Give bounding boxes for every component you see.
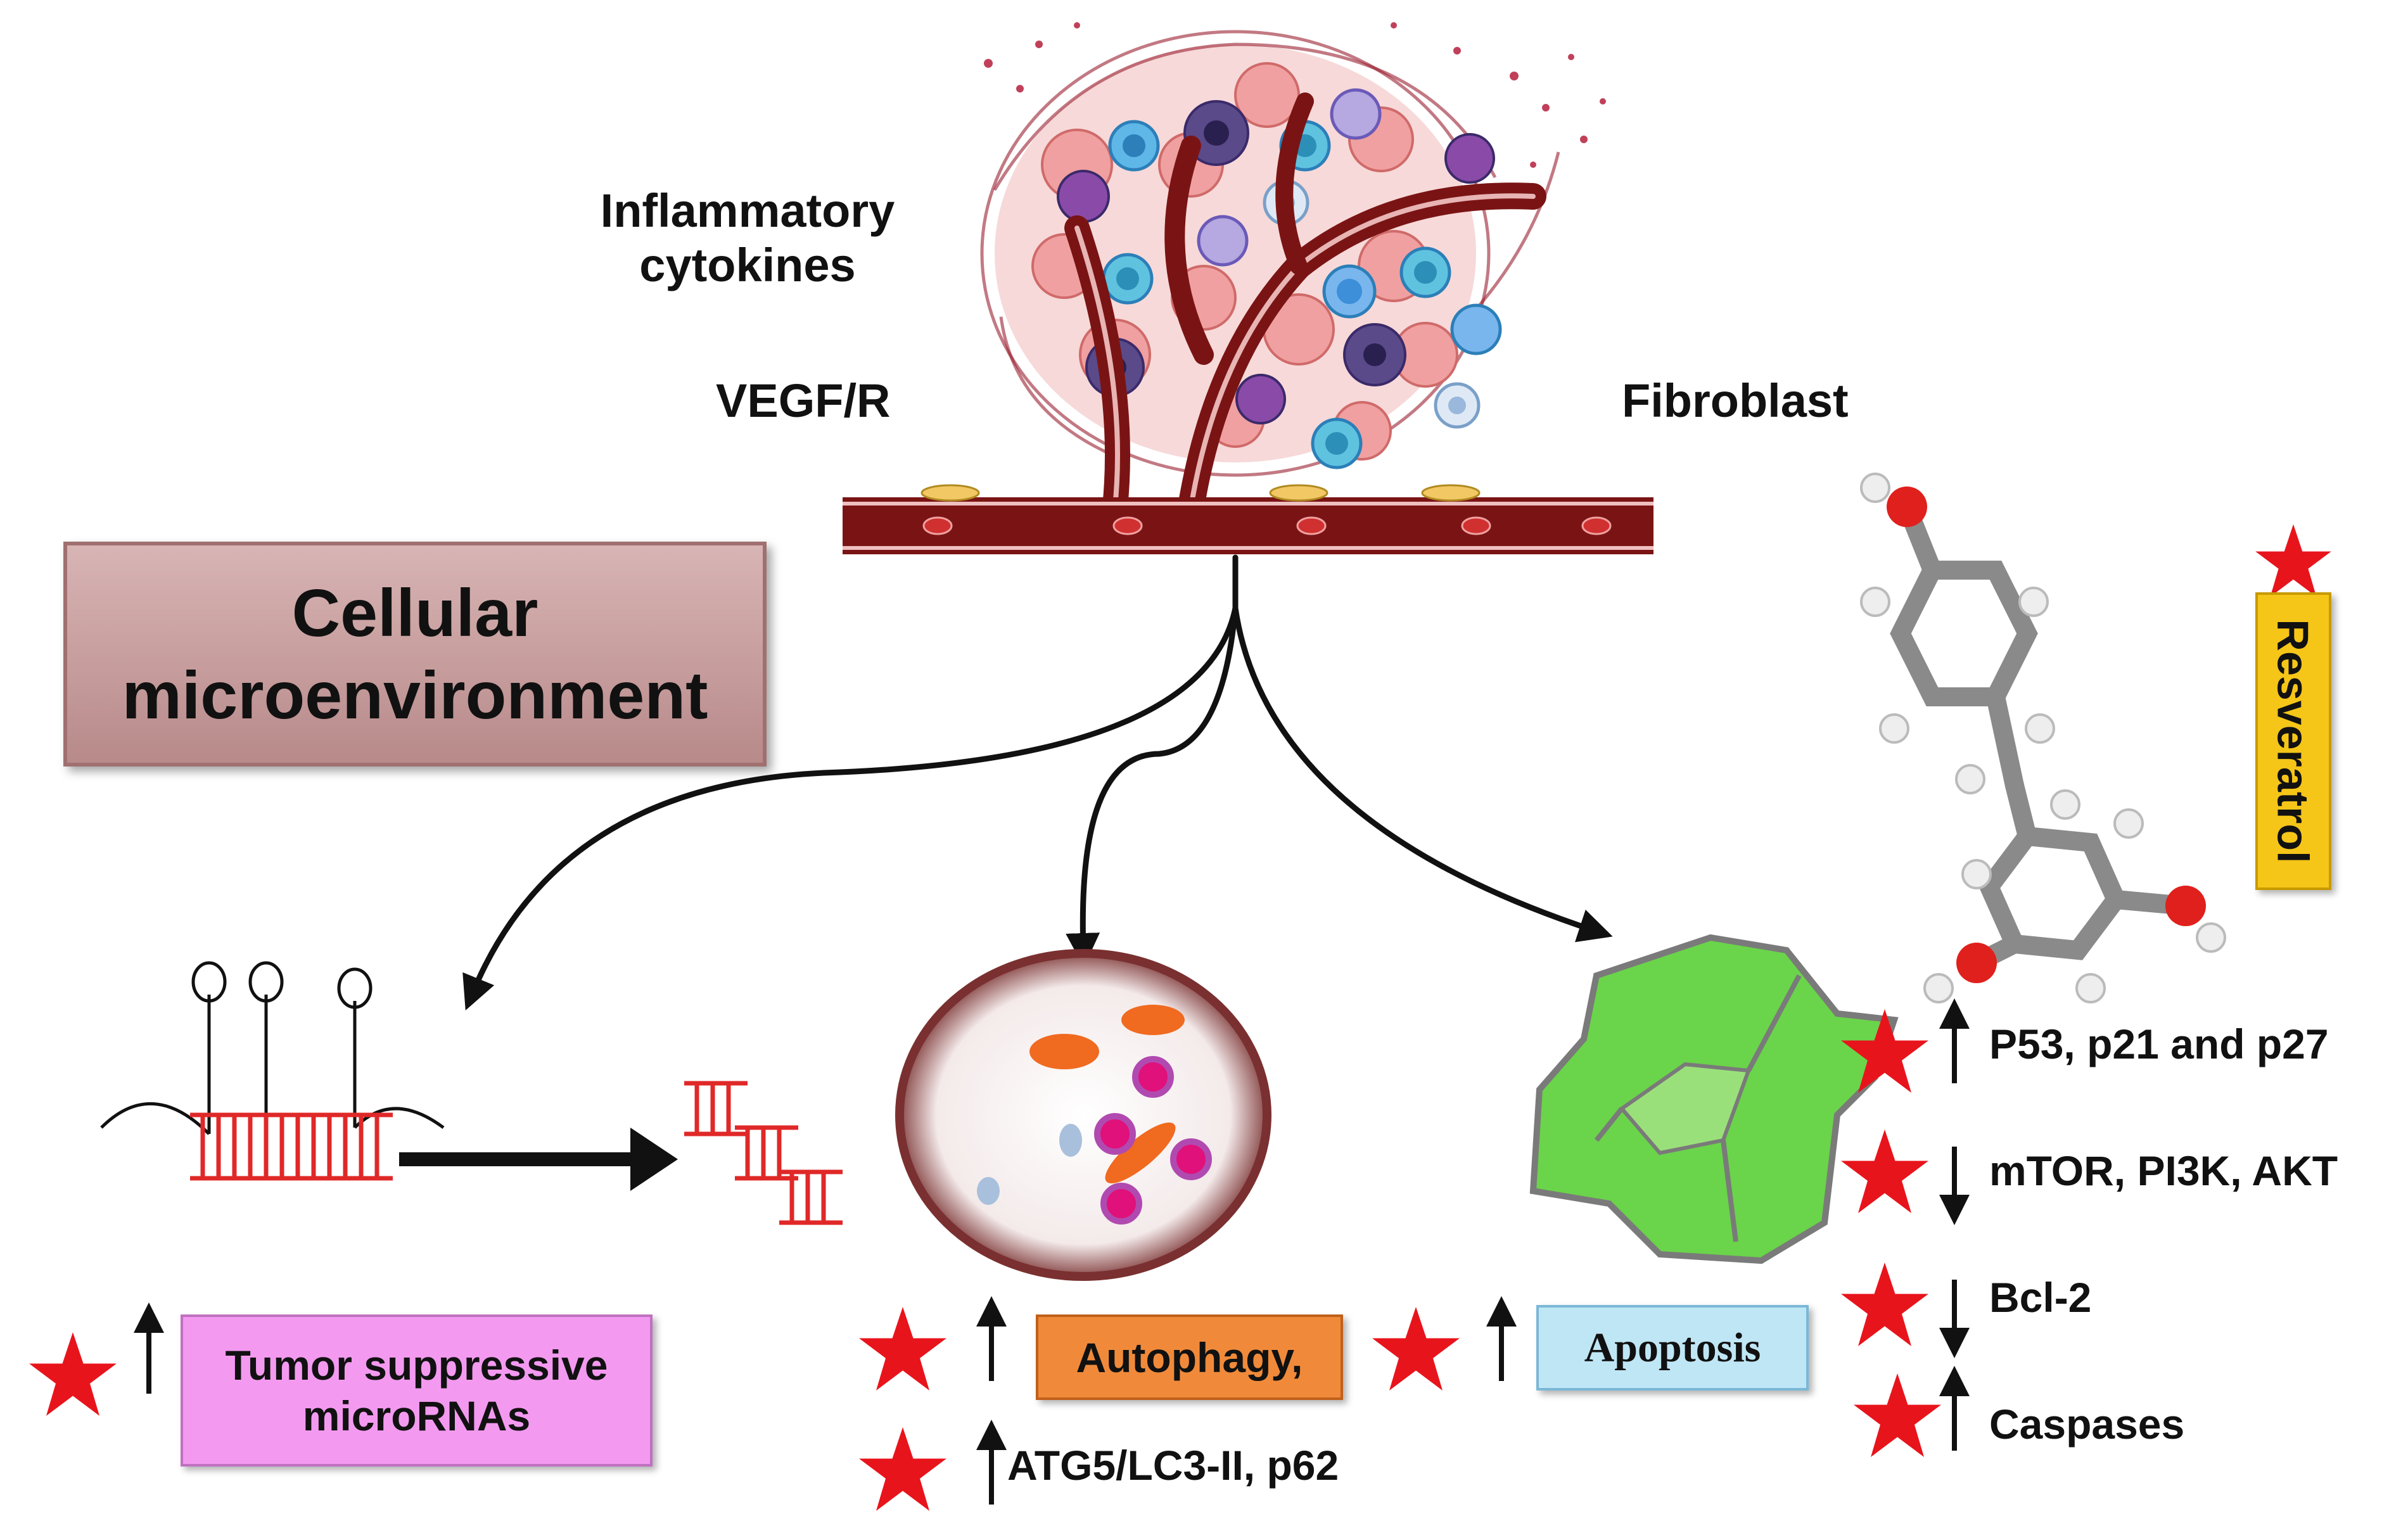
star-mirna-icon — [29, 1332, 117, 1416]
resveratrol-molecule-illustration — [1860, 473, 2226, 1003]
autophagic-cell — [895, 949, 1271, 1281]
label-inflammatory-cytokines: Inflammatory cytokines — [600, 184, 895, 291]
microrna-illustration — [100, 961, 843, 1225]
pathway-arrows — [462, 554, 1613, 1010]
autophagy-markers-label: ATG5/LC3-II, p62 — [1007, 1442, 1339, 1489]
blood-vessel-branches — [1064, 92, 1546, 520]
microrna-fragments — [684, 1081, 843, 1225]
apoptotic-cell-illustration — [1529, 934, 1899, 1264]
apoptosis-box: Apoptosis — [1536, 1305, 1809, 1390]
autophagy-box: Autophagy, — [1036, 1314, 1343, 1400]
tumor-microenvironment-illustration — [843, 22, 1653, 554]
star-autophagy-icon — [859, 1307, 946, 1390]
apoptosis-label: Apoptosis — [1584, 1324, 1761, 1371]
regulation-arrows — [134, 998, 1970, 1505]
label-vegf-r: VEGF/R — [716, 374, 891, 427]
autophagy-cell-illustration — [895, 949, 1271, 1281]
star-apoptosis-icon — [1372, 1307, 1460, 1390]
cellular-microenvironment-label: Cellular microenvironment — [122, 575, 708, 733]
marker-mtor: mTOR, PI3K, AKT — [1989, 1147, 2338, 1194]
star-caspases-icon — [1854, 1373, 1941, 1457]
marker-bcl2: Bcl-2 — [1989, 1274, 2092, 1321]
tumor-suppressive-microrna-box: Tumor suppressive microRNAs — [181, 1314, 653, 1467]
marker-caspases: Caspases — [1989, 1401, 2185, 1448]
star-atg-icon — [859, 1427, 946, 1511]
tumor-suppressive-microrna-label: Tumor suppressive microRNAs — [225, 1342, 608, 1439]
label-fibroblast: Fibroblast — [1622, 374, 1849, 427]
immune-cells — [1102, 88, 1502, 469]
resveratrol-label: Resveratrol — [2269, 619, 2318, 863]
arrow-to-apoptosis — [1232, 605, 1613, 943]
star-bcl2-icon — [1841, 1263, 1928, 1346]
arrow-to-autophagy — [1066, 605, 1239, 967]
main-blood-vessel — [843, 484, 1653, 554]
star-mtor-icon — [1841, 1130, 1928, 1213]
arrow-to-mirna — [462, 605, 1239, 1010]
cytokine-dots — [984, 22, 1606, 168]
marker-p53: P53, p21 and p27 — [1989, 1021, 2329, 1067]
star-resveratrol-icon — [2255, 524, 2331, 597]
resveratrol-box: Resveratrol — [2255, 592, 2331, 890]
autophagy-label: Autophagy, — [1076, 1333, 1303, 1381]
cellular-microenvironment-box: Cellular microenvironment — [63, 542, 767, 767]
